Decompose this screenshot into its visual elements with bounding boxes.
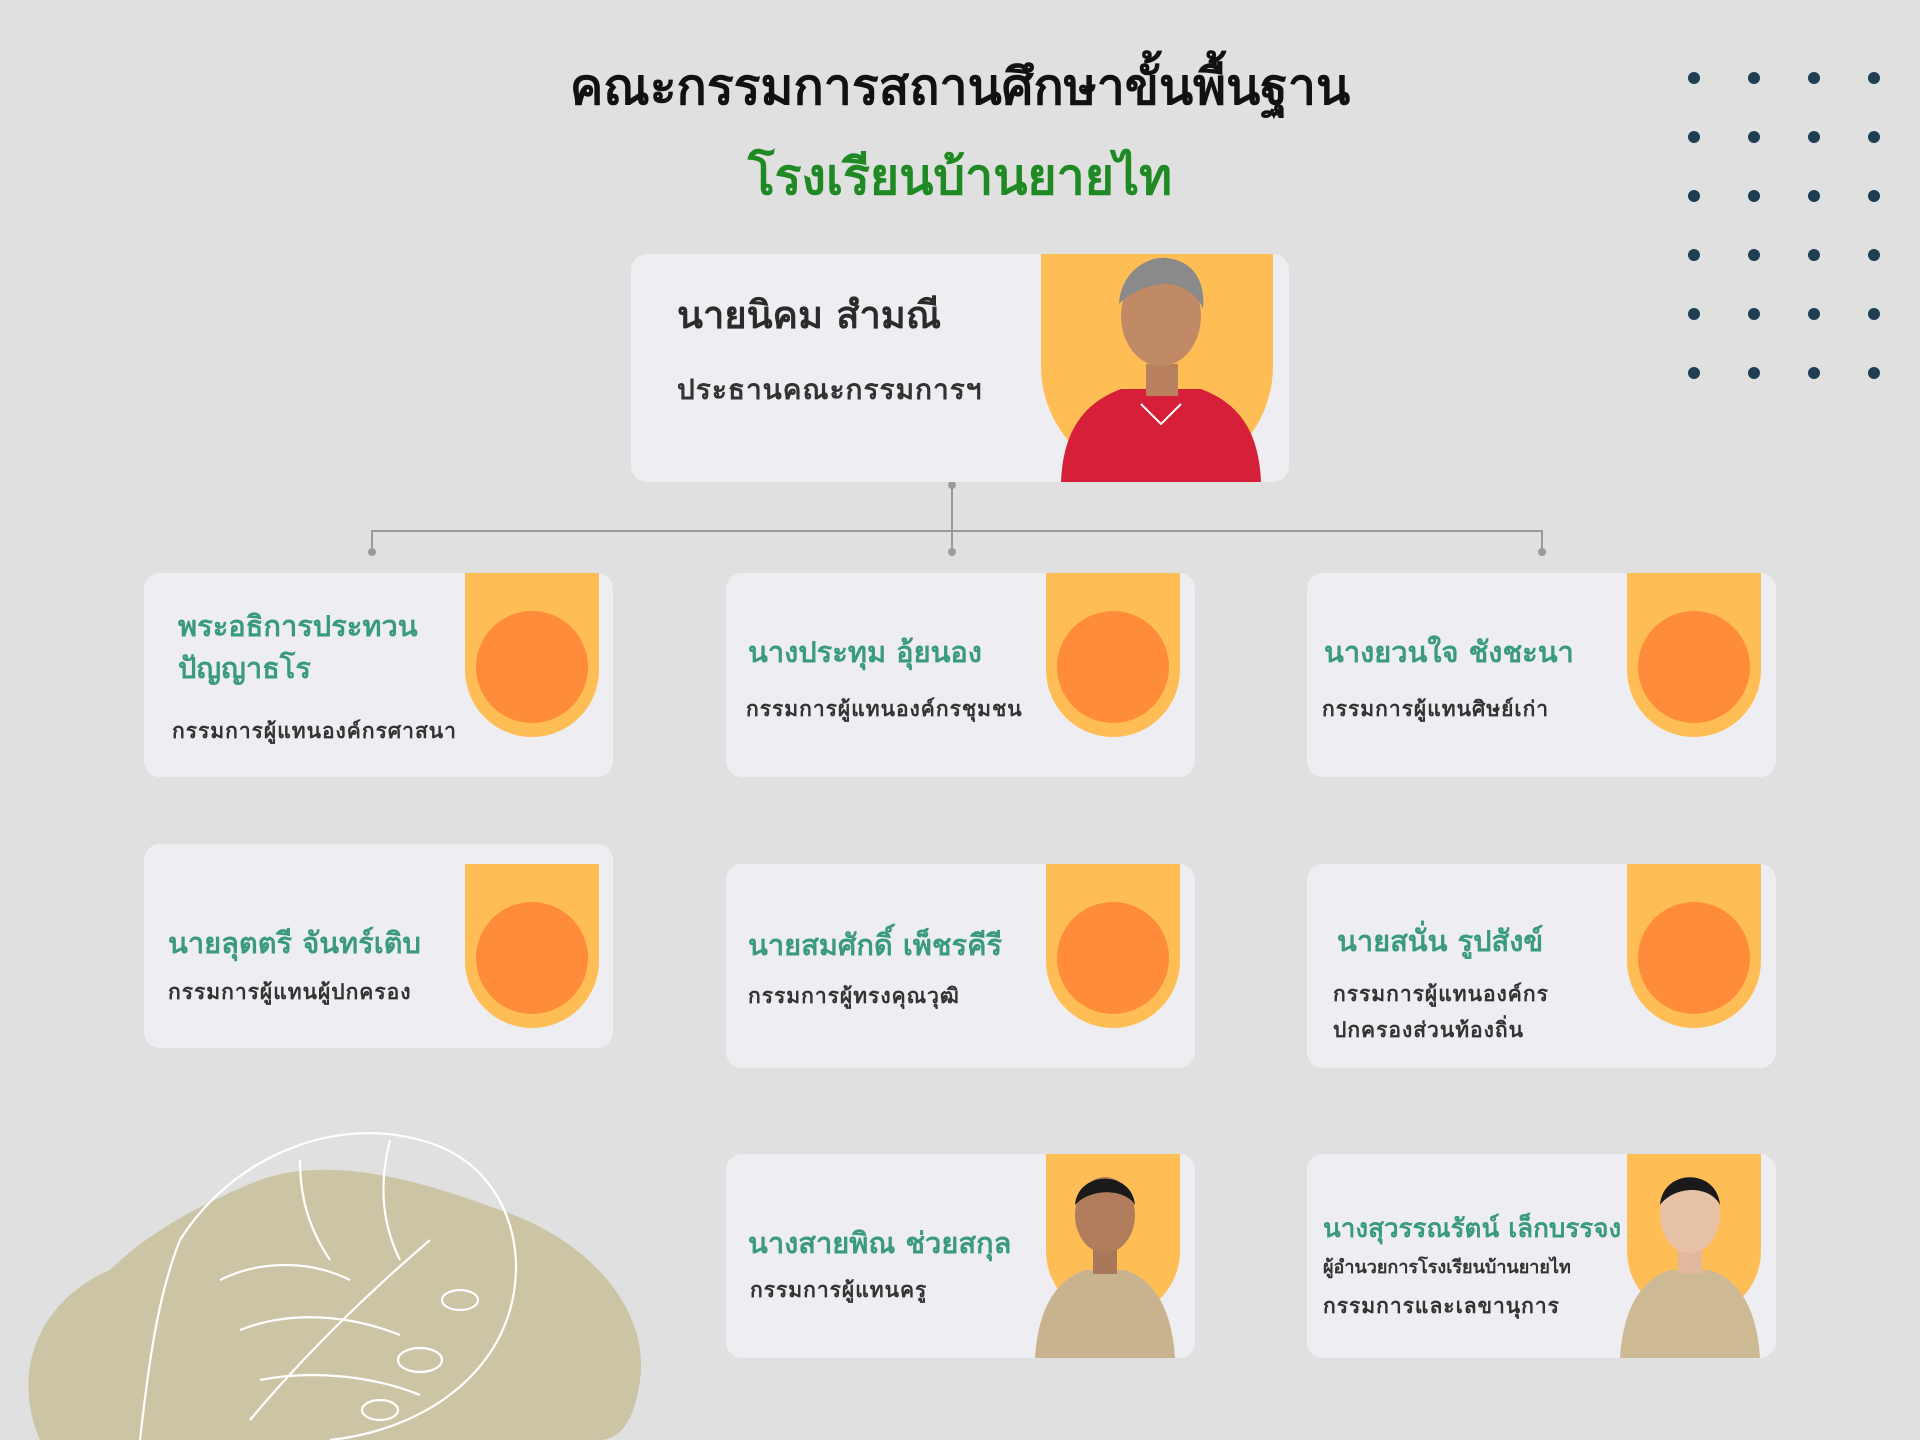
member-card: นายสมศักดิ์ เพ็ชรคีรี กรรมการผู้ทรงคุณวุ…	[726, 864, 1195, 1068]
chair-card: นายนิคม สำมณี ประธานคณะกรรมการฯ	[631, 254, 1289, 482]
member-card: นายสนั่น รูปสังข์ กรรมการผู้แทนองค์กร ปก…	[1307, 864, 1776, 1068]
member-photo	[1035, 1177, 1175, 1358]
chair-role: ประธานคณะกรรมการฯ	[677, 373, 983, 406]
member-name: นางสายพิณ ช่วยสกุล	[748, 1226, 1012, 1260]
member-card: นางสุวรรณรัตน์ เล็กบรรจง ผู้อำนวยการโรงเ…	[1307, 1154, 1776, 1358]
member-subtitle: ผู้อำนวยการโรงเรียนบ้านยายไท	[1323, 1257, 1571, 1278]
member-role: กรรมการผู้แทนองค์กร ปกครองส่วนท้องถิ่น	[1333, 982, 1549, 1042]
member-name: นายสนั่น รูปสังข์	[1337, 924, 1544, 958]
chair-photo	[1061, 257, 1261, 482]
connector-horizontal	[371, 530, 1543, 532]
chair-name: นายนิคม สำมณี	[677, 293, 942, 337]
member-role: กรรมการผู้แทนศิษย์เก่า	[1322, 697, 1550, 721]
member-card: พระอธิการประทวน ปัญญาธโร กรรมการผู้แทนอง…	[144, 573, 613, 777]
member-name: นางสุวรรณรัตน์ เล็กบรรจง	[1323, 1214, 1622, 1244]
connector-node	[948, 481, 956, 489]
connector-node	[948, 548, 956, 556]
member-name: นางประทุม อุ้ยนอง	[748, 635, 982, 669]
member-role: กรรมการผู้แทนองค์กรชุมชน	[746, 697, 1023, 721]
member-role: กรรมการและเลขานุการ	[1323, 1294, 1560, 1318]
member-name: นายสมศักดิ์ เพ็ชรคีรี	[748, 928, 1003, 962]
avatar-placeholder	[1638, 902, 1750, 1014]
avatar-placeholder	[476, 902, 588, 1014]
member-role: กรรมการผู้แทนครู	[750, 1278, 928, 1302]
leaf-decoration	[28, 1132, 642, 1440]
dot-grid-decoration	[1688, 72, 1880, 380]
connector-vertical-main	[951, 485, 953, 553]
page-title: คณะกรรมการสถานศึกษาขั้นพื้นฐาน	[569, 58, 1351, 116]
school-name: โรงเรียนบ้านยายไท	[747, 148, 1173, 206]
member-role: กรรมการผู้แทนผู้ปกครอง	[168, 980, 412, 1004]
member-name: นางยวนใจ ชังชะนา	[1324, 635, 1574, 669]
avatar-placeholder	[476, 611, 588, 723]
connector-left	[371, 530, 373, 552]
member-role: กรรมการผู้แทนองค์กรศาสนา	[172, 719, 457, 743]
avatar-placeholder	[1057, 611, 1169, 723]
member-name: พระอธิการประทวน ปัญญาธโร	[178, 609, 418, 685]
connector-right	[1541, 530, 1543, 552]
avatar-placeholder	[1057, 902, 1169, 1014]
connector-node	[1538, 548, 1546, 556]
member-card: นางสายพิณ ช่วยสกุล กรรมการผู้แทนครู	[726, 1154, 1195, 1358]
member-card: นางยวนใจ ชังชะนา กรรมการผู้แทนศิษย์เก่า	[1307, 573, 1776, 777]
member-name: นายลุตตรี จันทร์เติบ	[168, 926, 421, 960]
member-photo	[1620, 1177, 1760, 1358]
member-card: นายลุตตรี จันทร์เติบ กรรมการผู้แทนผู้ปกค…	[144, 844, 613, 1048]
member-role: กรรมการผู้ทรงคุณวุฒิ	[748, 984, 960, 1008]
avatar-placeholder	[1638, 611, 1750, 723]
member-card: นางประทุม อุ้ยนอง กรรมการผู้แทนองค์กรชุม…	[726, 573, 1195, 777]
connector-node	[368, 548, 376, 556]
